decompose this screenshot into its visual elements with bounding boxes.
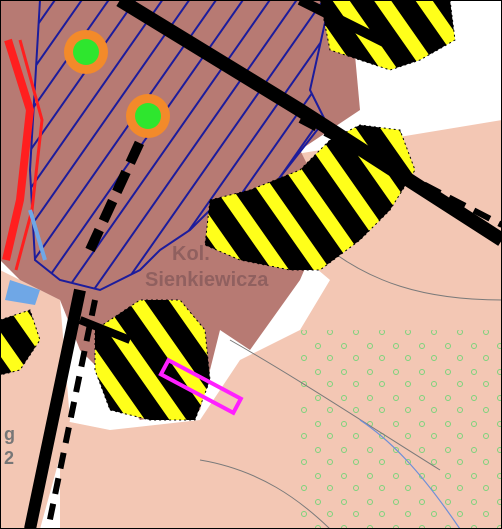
terrain-line-3 xyxy=(329,249,502,301)
water-patch xyxy=(5,280,40,305)
striped-zone-west xyxy=(0,309,41,376)
edge-letter-2: 2 xyxy=(4,448,14,468)
place-name-line2: Sienkiewicza xyxy=(145,269,269,291)
striped-zone-central xyxy=(204,124,416,271)
point-marker-1[interactable] xyxy=(64,30,108,74)
main-road-dashed xyxy=(45,299,98,529)
striped-zone-north xyxy=(319,0,456,71)
road-spur-south xyxy=(78,316,132,344)
terrain-line-2 xyxy=(199,459,331,529)
terrain-line-1 xyxy=(229,339,441,471)
dashed-road-east xyxy=(298,117,502,228)
main-road-vertical xyxy=(24,288,86,529)
road-northeast xyxy=(297,0,403,55)
water-strip xyxy=(28,209,47,261)
terrain-line-4 xyxy=(359,419,461,529)
point-marker-2[interactable] xyxy=(126,94,170,138)
red-boundary-line-inner xyxy=(14,39,44,271)
striped-zone-south xyxy=(94,299,211,421)
red-boundary-line xyxy=(2,38,35,261)
selected-parcel[interactable] xyxy=(158,357,244,416)
main-road-east xyxy=(116,0,502,246)
green-symbols-area xyxy=(300,330,502,529)
road-north-diagonal xyxy=(85,117,155,253)
place-name-line1: Kol. xyxy=(172,243,210,265)
edge-letter-g: g xyxy=(4,424,15,444)
